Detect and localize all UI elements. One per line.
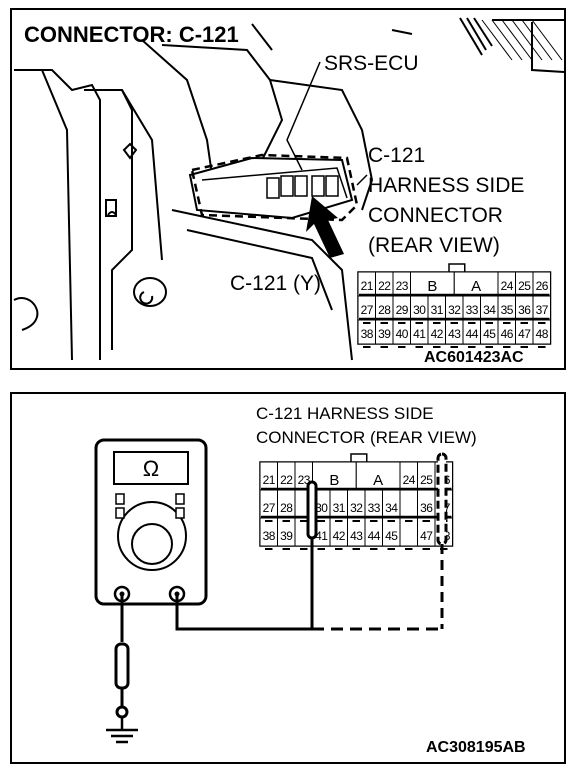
pin-label: 37	[536, 303, 549, 317]
pin-label: 47	[518, 327, 531, 341]
callout-line-2: HARNESS SIDE	[368, 174, 524, 197]
pin-label: 39	[378, 327, 391, 341]
key-cell	[453, 271, 499, 297]
pin-label: 43	[448, 327, 461, 341]
pin-label-cell	[399, 517, 418, 547]
key-label: B	[427, 278, 437, 295]
arrow-icon	[306, 196, 344, 258]
pin-label: 32	[448, 303, 461, 317]
pin-label: 45	[483, 327, 496, 341]
callout-line-1: C-121	[368, 144, 425, 167]
pin-label: 34	[385, 501, 398, 515]
pin-label: 31	[431, 303, 444, 317]
callout-line-3: CONNECTOR	[368, 204, 503, 227]
connector-location-panel: CONNECTOR: C-121 SRS-ECU C-121 HARNESS S…	[10, 8, 566, 370]
pin-label: 44	[466, 327, 479, 341]
pin-label: 35	[501, 303, 514, 317]
key-cell	[355, 461, 401, 491]
callout-line-4: (REAR VIEW)	[368, 234, 500, 257]
pin-label: 41	[315, 529, 328, 543]
pin-label: 25	[420, 473, 433, 487]
pin-label: 28	[280, 501, 293, 515]
pin-label: 30	[315, 501, 328, 515]
pin-label: 22	[280, 473, 293, 487]
hatching	[481, 19, 563, 61]
pin-label: 33	[466, 303, 479, 317]
measurement-illustration: C-121 HARNESS SIDE CONNECTOR (REAR VIEW)…	[94, 404, 526, 756]
pin-label: 44	[368, 529, 381, 543]
measurement-panel: C-121 HARNESS SIDE CONNECTOR (REAR VIEW)…	[10, 392, 566, 764]
pin-label: 41	[413, 327, 426, 341]
pin-label: 29	[396, 303, 409, 317]
key-label: A	[471, 278, 481, 295]
connector-title-line-1: C-121 HARNESS SIDE	[256, 404, 434, 423]
ground-icon	[106, 718, 138, 744]
pin-label: 26	[536, 279, 549, 293]
pin-label: 34	[483, 303, 496, 317]
pin-label: 39	[280, 529, 293, 543]
connector-pin-diagram: 21 22 23 24 25 26 B A 27 28 29 30 31 32 33 34 35 36 37 38 39…	[357, 263, 552, 348]
srs-ecu-label: SRS-ECU	[324, 52, 419, 75]
pin-label: 48	[536, 327, 549, 341]
pin-label: 33	[368, 501, 381, 515]
pin-label: 25	[518, 279, 531, 293]
pin-label: 40	[396, 327, 409, 341]
pin-label: 36	[420, 501, 433, 515]
connector-pin-diagram: 212223242526BA27283031323334363738394142…	[259, 453, 454, 550]
leader-lines	[286, 61, 368, 186]
pin-label: 27	[263, 501, 276, 515]
vehicle-structure-drawing	[13, 17, 564, 361]
pin-label: 21	[361, 279, 374, 293]
connector-key-tab	[448, 263, 466, 272]
connector-title: CONNECTOR: C-121	[24, 22, 239, 47]
srs-ecu-drawing	[188, 153, 359, 222]
pin-label: 42	[431, 327, 444, 341]
pin-label: 27	[361, 303, 374, 317]
figure-code: AC308195AB	[426, 739, 526, 756]
pin-label: 22	[378, 279, 391, 293]
pin-label: 47	[420, 529, 433, 543]
pin-label: 46	[501, 327, 514, 341]
connector-location-illustration: CONNECTOR: C-121 SRS-ECU C-121 HARNESS S…	[13, 17, 564, 366]
pin-label: 24	[501, 279, 514, 293]
connector-key-tab	[350, 453, 368, 462]
key-cell	[312, 461, 357, 491]
multimeter: Ω	[94, 438, 208, 606]
pin-label: 42	[333, 529, 346, 543]
pin-label: 32	[350, 501, 363, 515]
connector-color-label: C-121 (Y)	[230, 272, 321, 295]
ohm-symbol: Ω	[143, 456, 159, 481]
test-probe-pin-23	[306, 480, 318, 629]
pin-label: 21	[263, 473, 276, 487]
pin-label-cell	[399, 489, 418, 519]
pin-label: 24	[403, 473, 416, 487]
figure-code: AC601423AC	[424, 349, 524, 366]
pin-label: 31	[333, 501, 346, 515]
pin-label: 38	[263, 529, 276, 543]
key-label: B	[329, 472, 339, 489]
pin-label: 28	[378, 303, 391, 317]
pin-label: 23	[396, 279, 409, 293]
pin-label: 30	[413, 303, 426, 317]
test-probe-pin-46	[436, 452, 448, 629]
pin-label: 43	[350, 529, 363, 543]
pin-label: 45	[385, 529, 398, 543]
key-label: A	[373, 472, 383, 489]
pin-label: 36	[518, 303, 531, 317]
pin-label: 38	[361, 327, 374, 341]
connector-title-line-2: CONNECTOR (REAR VIEW)	[256, 428, 477, 447]
test-leads	[114, 594, 442, 719]
